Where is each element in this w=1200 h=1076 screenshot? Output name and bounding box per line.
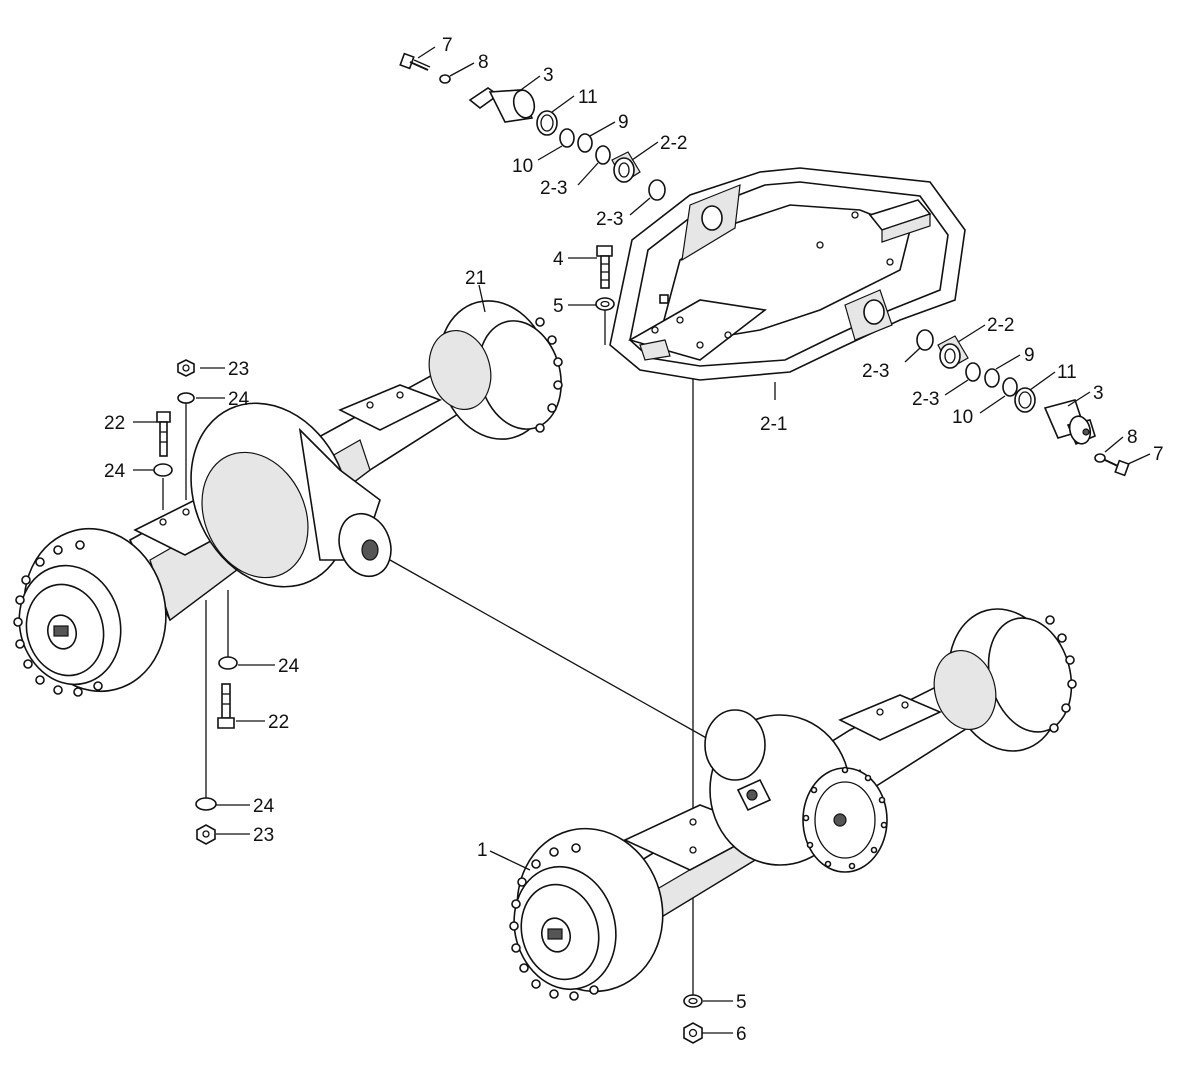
- callout-11-top: 11: [578, 87, 598, 108]
- studs-front-right-hub: [1045, 615, 1077, 733]
- top-pivot-parts: [399, 52, 666, 201]
- nut-23-top: [177, 359, 195, 377]
- callout-24-a: 24: [228, 389, 250, 410]
- callout-9-top: 9: [618, 112, 629, 133]
- ring-2-3-top-a: [595, 145, 611, 165]
- callout-3-right: 3: [1093, 383, 1104, 404]
- bolt-7-top: [399, 52, 431, 71]
- callout-21: 21: [465, 268, 486, 289]
- callout-8-right: 8: [1127, 427, 1138, 448]
- callout-11-right: 11: [1057, 362, 1077, 383]
- callout-1: 1: [477, 840, 488, 861]
- ring-9-right: [984, 368, 1000, 388]
- bolt-22-top: [156, 411, 171, 457]
- washer-24-c: [218, 656, 238, 670]
- callout-2-3-right-b: 2-3: [912, 389, 939, 410]
- callout-24-b: 24: [104, 461, 126, 482]
- ring-2-3-right-b: [965, 362, 981, 382]
- callout-5-top: 5: [553, 296, 564, 317]
- washer-24-d: [195, 797, 217, 811]
- bushing-2-2-top: [611, 151, 641, 183]
- callout-3-top: 3: [543, 65, 554, 86]
- diff-bolt-ring: [802, 766, 888, 870]
- washer-24-b: [153, 463, 173, 477]
- callout-2-2-top: 2-2: [660, 133, 687, 154]
- bushing-2-2-right: [937, 335, 969, 369]
- washer-5-bottom: [683, 994, 703, 1008]
- callout-10-top: 10: [512, 156, 533, 177]
- callout-5-bottom: 5: [736, 992, 747, 1013]
- callout-24-d: 24: [253, 796, 275, 817]
- pin-3-right: [1043, 399, 1096, 446]
- callout-23-bottom: 23: [253, 825, 274, 846]
- oscillation-frame: [609, 167, 966, 381]
- callout-22-top: 22: [104, 413, 125, 434]
- studs-left-hub: [13, 540, 103, 697]
- right-pivot-parts: [916, 329, 1130, 477]
- nut-6: [683, 1022, 703, 1044]
- callout-2-3-top-b: 2-3: [596, 209, 623, 230]
- callout-labels: 7 8 3 11 9 10 2-2 2-3 2-3 4 5 2-2 2-3 9 …: [104, 35, 1164, 1045]
- nut-23-bottom: [196, 824, 216, 845]
- washer-8-right: [1094, 453, 1106, 463]
- bolt-22-bottom: [217, 683, 235, 729]
- callout-2-3-top-a: 2-3: [540, 178, 567, 199]
- washer-8-top: [439, 74, 451, 84]
- ring-10-top: [559, 128, 575, 148]
- leader-lines: [133, 46, 1151, 1034]
- ring-11-top: [536, 110, 558, 136]
- rear-axle-21: [13, 300, 563, 697]
- washer-5-top: [595, 297, 615, 311]
- washer-24-a: [177, 392, 195, 404]
- callout-2-1: 2-1: [760, 414, 787, 435]
- bolt-7-right: [1104, 459, 1130, 477]
- ring-9-top: [577, 133, 593, 153]
- ring-2-3-right-a: [916, 329, 934, 351]
- callout-4: 4: [553, 249, 564, 270]
- callout-7-right: 7: [1153, 444, 1164, 465]
- callout-2-2-right: 2-2: [987, 315, 1014, 336]
- callout-10-right: 10: [952, 407, 973, 428]
- ring-2-3-top-b: [648, 179, 666, 201]
- ring-10-right: [1002, 377, 1018, 397]
- studs-right-hub: [535, 317, 563, 433]
- callout-24-c: 24: [278, 656, 300, 677]
- callout-23-top: 23: [228, 359, 249, 380]
- pin-3-top: [468, 87, 536, 123]
- callout-7-top: 7: [442, 35, 453, 56]
- callout-6: 6: [736, 1024, 747, 1045]
- callout-2-3-right-a: 2-3: [862, 361, 889, 382]
- front-axle-1: [509, 608, 1077, 1001]
- callout-8-top: 8: [478, 52, 489, 73]
- bolt-4: [596, 245, 613, 289]
- studs-front-left-hub: [509, 843, 599, 1001]
- rear-axle-fasteners: [153, 359, 238, 845]
- ring-11-right: [1014, 387, 1036, 413]
- callout-9-right: 9: [1024, 345, 1035, 366]
- callout-22-bottom: 22: [268, 712, 289, 733]
